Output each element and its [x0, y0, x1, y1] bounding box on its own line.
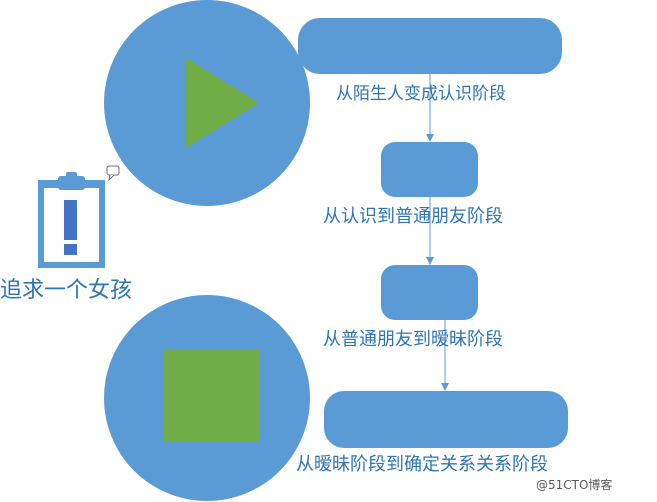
diagram-title: 追求一个女孩 [0, 278, 133, 303]
connector-3 [441, 320, 449, 391]
watermark: @51CTO博客 [536, 478, 613, 492]
play-icon [186, 58, 259, 148]
stage-2-shape [381, 142, 478, 197]
stage-4-shape [324, 391, 568, 448]
stage-3-shape [381, 265, 478, 320]
stage-1-label: 从陌生人变成认识阶段 [336, 84, 506, 104]
comment-icon [106, 165, 120, 182]
clipboard-alert-icon [38, 172, 105, 268]
stage-2-label: 从认识到普通朋友阶段 [323, 206, 503, 227]
connector-2 [426, 197, 434, 265]
connector-1 [426, 74, 434, 142]
stage-1-shape [298, 18, 562, 74]
stop-icon [164, 350, 260, 442]
stage-4-label: 从暧昧阶段到确定关系关系阶段 [296, 454, 548, 475]
stage-3-label: 从普通朋友到暧昧阶段 [323, 329, 503, 350]
